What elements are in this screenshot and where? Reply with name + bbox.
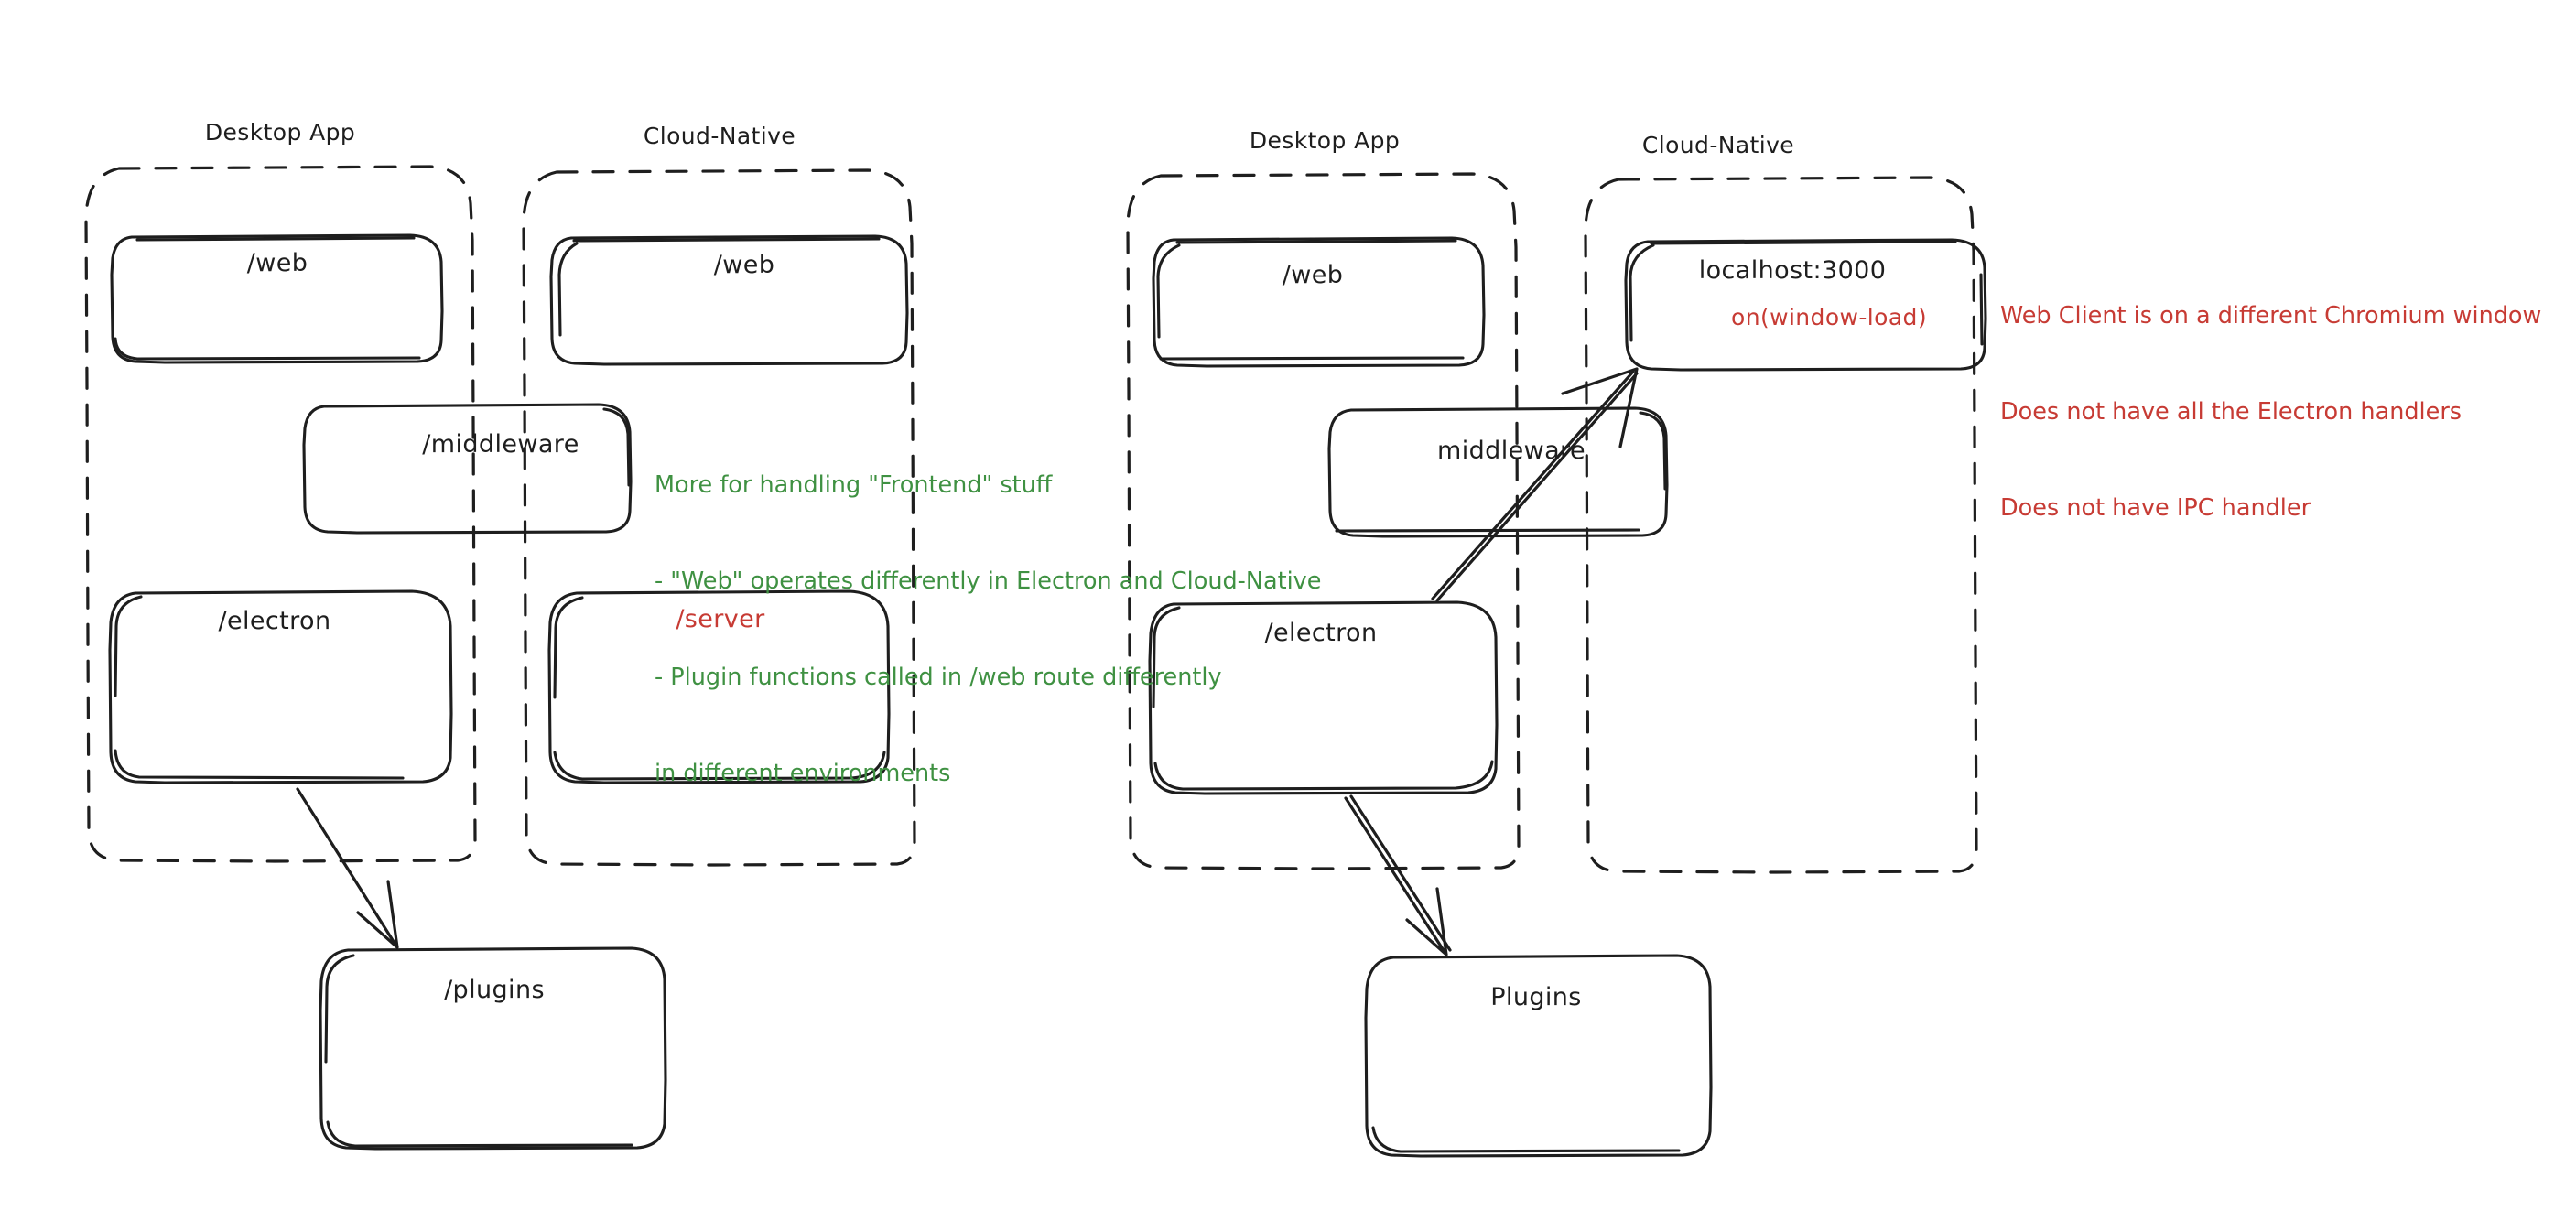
right-electron-label: /electron: [1264, 619, 1378, 647]
green-annotation-line-2: - "Web" operates differently in Electron…: [655, 567, 1322, 595]
right-plugins-label: Plugins: [1490, 983, 1582, 1011]
left-middleware-box: [302, 403, 633, 535]
red-annotation-line-3: Does not have IPC handler: [2000, 494, 2311, 522]
left-middleware-label: /middleware: [422, 430, 579, 459]
left-cloud-web-label: /web: [713, 251, 775, 279]
right-electron-to-plugins-arrow: [1344, 794, 1452, 956]
left-server-label: /server: [676, 605, 765, 633]
right-desktop-web-label: /web: [1282, 261, 1344, 289]
right-localhost-label: localhost:3000: [1698, 256, 1887, 285]
right-middleware-label: middleware: [1437, 437, 1586, 465]
green-annotation-line-1: More for handling "Frontend" stuff: [655, 471, 1053, 499]
right-middleware-box: [1327, 406, 1669, 538]
green-annotation-line-3: - Plugin functions called in /web route …: [655, 664, 1222, 691]
left-plugins-label: /plugins: [444, 976, 545, 1004]
green-annotation: More for handling "Frontend" stuff - "We…: [655, 405, 1321, 854]
green-annotation-line-4: in different environments: [655, 760, 951, 787]
right-desktop-web-box: [1152, 236, 1486, 368]
right-desktop-app-label: Desktop App: [1249, 127, 1401, 154]
red-annotation-line-1: Web Client is on a different Chromium wi…: [2000, 302, 2542, 330]
left-cloud-native-label: Cloud-Native: [643, 123, 796, 149]
red-annotation: Web Client is on a different Chromium wi…: [2000, 236, 2541, 589]
right-cloud-native-label: Cloud-Native: [1641, 132, 1795, 158]
right-electron-to-localhost-arrow: [1431, 367, 1639, 602]
left-electron-label: /electron: [218, 607, 331, 635]
right-localhost-sublabel: on(window-load): [1731, 304, 1927, 330]
left-desktop-web-label: /web: [246, 249, 308, 277]
left-electron-to-plugins-arrow: [296, 787, 399, 949]
red-annotation-line-2: Does not have all the Electron handlers: [2000, 398, 2462, 426]
left-desktop-app-label: Desktop App: [204, 119, 356, 146]
